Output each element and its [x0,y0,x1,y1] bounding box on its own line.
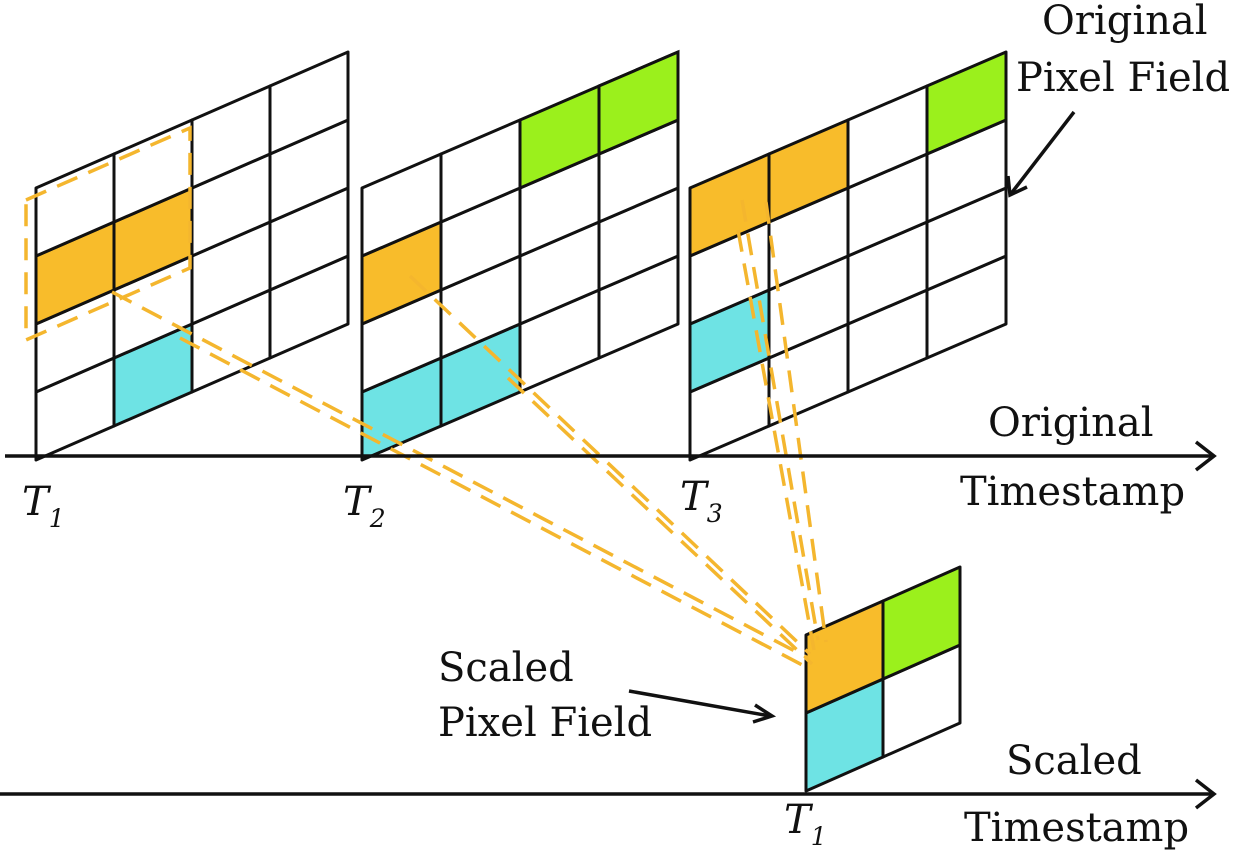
timestamp-t3-label: T3 [680,474,723,528]
original-field-pointer-arrowhead [1006,175,1028,198]
pixel-cell [268,50,350,156]
scaled-axis-label-line2: Timestamp [964,805,1189,851]
pixel-cell-colored [881,565,962,681]
mapping-dashed-line [740,199,820,641]
pixel-cell-colored [925,50,1008,156]
pixel-field-t3 [688,50,1008,462]
scaled-field-pointer-arrowhead [752,703,777,724]
mapping-dashed-line [111,290,809,660]
scaled-axis-label-line1: Scaled [1006,738,1142,784]
mapping-dashed-line [764,201,828,643]
scaled-field-pointer-arrow [628,689,771,718]
original-pixel-field-label-line1: Original [1042,0,1208,44]
scaled-pixel-field-label-line1: Scaled [438,645,574,691]
pixel-cell-colored [597,49,680,157]
scaled-axis-arrowhead [1194,778,1217,810]
scaled-pixel-field-label-line2: Pixel Field [438,700,652,746]
timestamp-t1-label: T1 [22,479,65,533]
original-axis-label-line2: Timestamp [960,469,1185,515]
pixel-field-t1 [34,50,350,462]
mapping-lines-layer [24,125,828,670]
mapping-dashed-line [179,336,809,670]
original-axis-label-line1: Original [988,400,1154,446]
mapping-dashed-line [736,229,816,651]
original-pixel-field-label-line2: Pixel Field [1016,55,1230,101]
original-axis-arrowhead [1194,440,1217,472]
original-field-pointer-arrow [1008,110,1076,197]
scaled-timestamp-t1-label: T1 [784,797,827,851]
mapping-dashed-line [408,274,812,656]
selection-window-box [24,125,192,343]
mapping-dashed-line [506,376,814,666]
timestamp-t2-label: T2 [343,479,386,533]
scaled-pixel-field [804,565,962,793]
